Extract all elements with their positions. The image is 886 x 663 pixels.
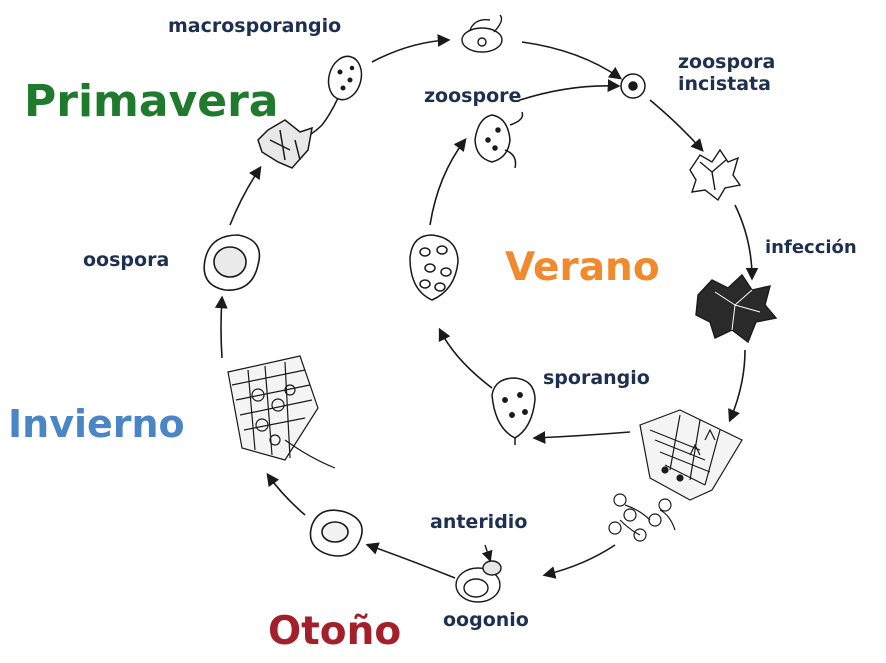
label-zoospora-incistata: zoospora incistata <box>678 51 776 95</box>
autumn-oospore-illustration <box>309 509 363 557</box>
label-zoospore: zoospore <box>424 85 522 107</box>
zoospore-sporangium-illustration <box>409 234 459 301</box>
season-label-otono: Otoño <box>268 609 402 654</box>
encysted-zoospore-illustration <box>620 73 646 99</box>
oospore-illustration <box>203 234 261 291</box>
arrow-inner-sporangium-to-zoospore <box>429 137 467 226</box>
outer-cycle-arrows <box>214 34 759 579</box>
infected-tissue-illustration <box>608 409 743 542</box>
arrow-tissue-to-sporangio <box>532 431 631 444</box>
label-oospora: oospora <box>83 249 170 271</box>
season-label-invierno: Invierno <box>8 402 185 446</box>
season-label-verano: Verano <box>505 245 660 290</box>
label-infeccion: infección <box>765 237 857 258</box>
label-sporangio: sporangio <box>543 367 650 389</box>
grape-leaf-illustration <box>689 148 742 202</box>
infected-leaf-illustration <box>695 273 778 344</box>
inner-cycle-arrows <box>429 79 631 444</box>
sporangium-illustration <box>491 377 536 445</box>
oogonium-illustration <box>455 544 502 603</box>
arrow-top-to-cyst <box>521 41 623 80</box>
arrow-oospora-to-spring <box>229 165 262 226</box>
top-zoospore-illustration <box>461 14 503 53</box>
arrow-macrosporangio-to-top <box>371 34 451 63</box>
label-macrosporangio: macrosporangio <box>168 15 342 37</box>
arrow-autumn-oospore-to-tissue <box>266 472 306 516</box>
macrosporangium-illustration <box>257 55 363 169</box>
arrow-sporangio-to-inner-sporangium <box>438 327 493 389</box>
season-label-primavera: Primavera <box>24 76 279 127</box>
arrow-leaf-to-infected-leaf <box>734 204 759 281</box>
arrow-oogonio-to-oospore-autumn <box>365 542 456 579</box>
arrow-infected-to-tissue <box>728 349 746 423</box>
arrow-cyst-to-leaf <box>649 99 704 152</box>
label-oogonio: oogonio <box>443 609 529 631</box>
label-anteridio: anteridio <box>430 511 528 533</box>
arrow-tissue-to-oospora <box>214 295 228 359</box>
arrow-tissue-to-oogonio <box>542 544 616 579</box>
zoospore-release-illustration <box>474 111 524 169</box>
winter-tissue-illustration <box>227 355 336 469</box>
arrow-zoospore-to-cyst <box>519 79 621 101</box>
